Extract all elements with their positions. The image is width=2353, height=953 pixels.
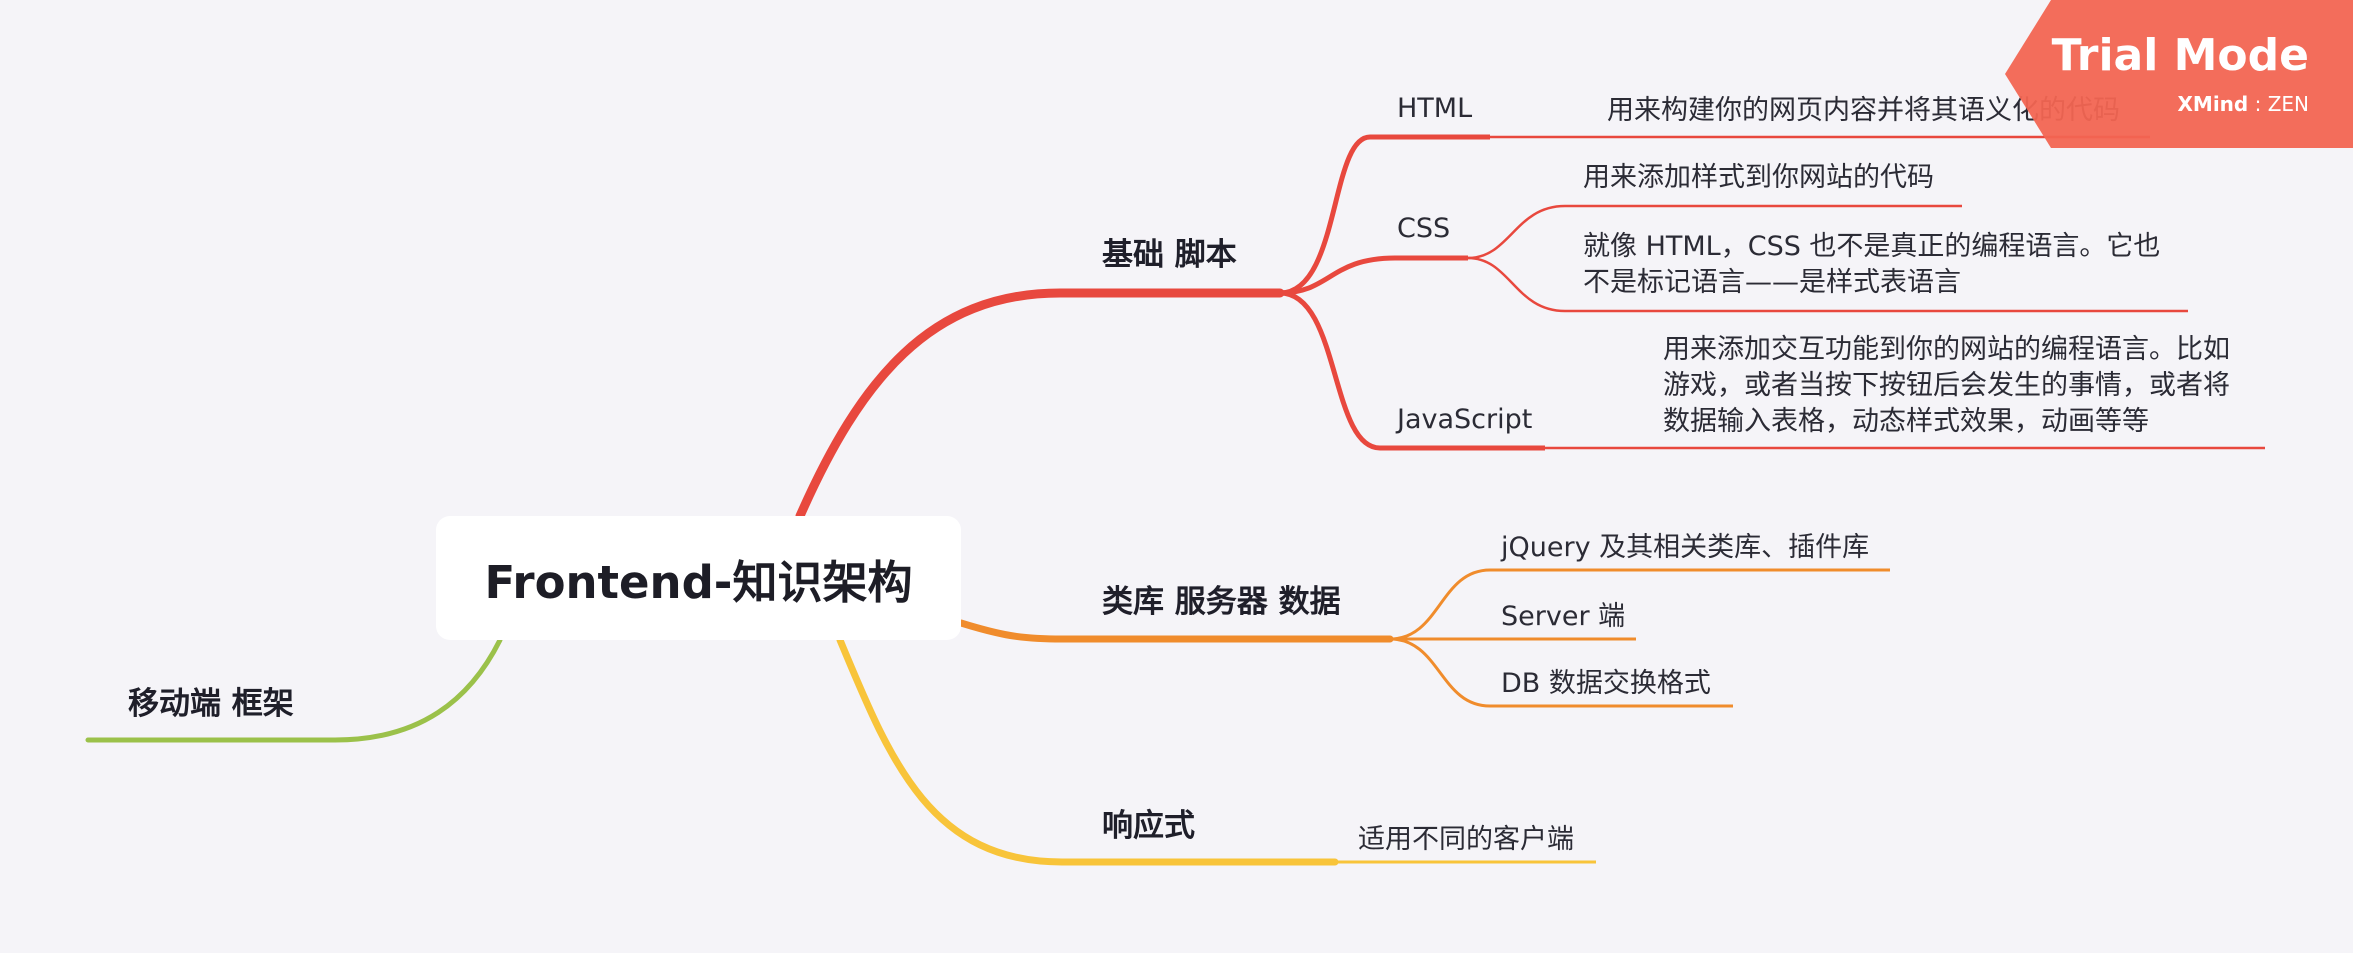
subtopic-db[interactable]: DB 数据交换格式 [1501,668,1711,699]
trial-mode-badge[interactable]: Trial Mode XMind : ZEN [2005,0,2353,148]
leaf-css-desc-1[interactable]: 用来添加样式到你网站的代码 [1583,162,1934,193]
trial-mode-brand: XMind : ZEN [2177,92,2310,116]
topic-mobile[interactable]: 移动端 框架 [128,686,294,722]
connector-libs-db [1389,637,1733,708]
leaf-js-desc[interactable]: 用来添加交互功能到你的网站的编程语言。比如 游戏，或者当按下按钮后会发生的事情，… [1663,334,2230,437]
topic-basics[interactable]: 基础 脚本 [1102,237,1237,273]
subtopic-css[interactable]: CSS [1397,213,1451,244]
connector-root-basics [795,288,1285,521]
root-title: Frontend-知识架构 [484,555,913,609]
topic-libs[interactable]: 类库 服务器 数据 [1102,584,1341,620]
leaf-responsive-desc[interactable]: 适用不同的客户端 [1358,824,1574,855]
connector-css-desc2 [1467,256,2188,313]
subtopic-jquery[interactable]: jQuery 及其相关类库、插件库 [1501,532,1870,563]
subtopic-javascript[interactable]: JavaScript [1397,404,1533,435]
leaf-css-desc-2[interactable]: 就像 HTML，CSS 也不是真正的编程语言。它也 不是标记语言——是样式表语言 [1583,231,2161,298]
connector-basics-html [1279,134,1490,296]
root-topic[interactable]: Frontend-知识架构 [436,516,961,640]
subtopic-server[interactable]: Server 端 [1501,601,1626,632]
badge-shape [2005,0,2353,148]
connector-root-libs [957,619,1394,643]
connector-root-mobile [85,637,503,743]
brand-name: XMind [2177,92,2249,116]
connector-css-desc1 [1467,204,1962,260]
connector-libs-jquery [1389,568,1890,641]
connector-basics-css [1279,255,1468,296]
connector-root-responsive [836,636,1339,866]
brand-edition: ZEN [2267,92,2309,116]
subtopic-html[interactable]: HTML [1397,93,1473,124]
topic-responsive[interactable]: 响应式 [1102,808,1195,844]
connector-basics-js [1279,290,1545,451]
trial-mode-title: Trial Mode [2051,30,2309,81]
